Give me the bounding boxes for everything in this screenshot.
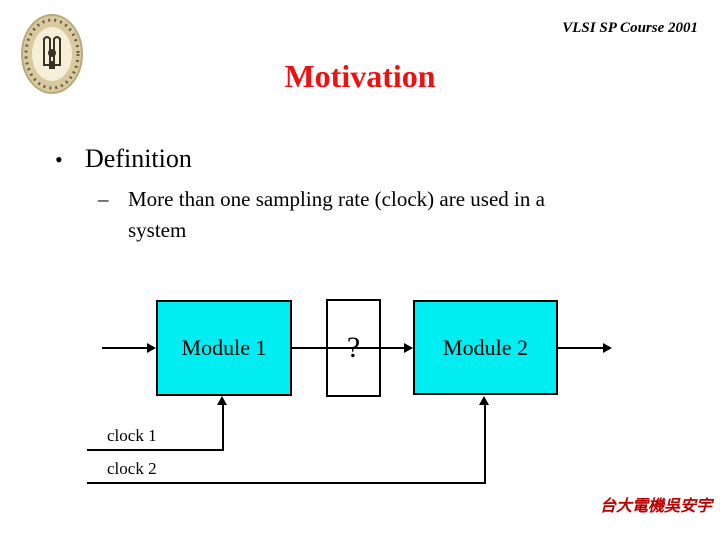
input-arrowhead-icon (147, 343, 156, 353)
clock2-arrowhead-icon (479, 396, 489, 405)
clock1-vline (222, 404, 224, 451)
university-seal-logo (21, 13, 83, 95)
page-title: Motivation (284, 58, 436, 94)
module2-input-arrowhead-icon (404, 343, 413, 353)
output-line (558, 347, 603, 349)
bullet-definition-text: Definition (85, 144, 192, 173)
footer-signature: 台大電機吳安宇 (599, 498, 712, 515)
sub-bullet-sampling-rate: – More than one sampling rate (clock) ar… (98, 184, 578, 246)
clock2-vline (484, 404, 486, 484)
clock2-label: clock 2 (107, 459, 157, 478)
course-label: VLSI SP Course 2001 (562, 20, 698, 36)
module2-box: Module 2 (413, 300, 558, 395)
bullet-marker: • (55, 147, 63, 172)
seal-graphic (21, 14, 83, 94)
bullet-definition: • Definition (55, 144, 192, 174)
clock1-hline (87, 449, 224, 451)
module2-label: Module 2 (443, 334, 528, 360)
module1-to-module2-line (292, 347, 404, 349)
clock2-hline (87, 482, 486, 484)
module1-box: Module 1 (156, 300, 292, 396)
clock1-arrowhead-icon (217, 396, 227, 405)
output-arrowhead-icon (603, 343, 612, 353)
sub-bullet-text: More than one sampling rate (clock) are … (128, 187, 545, 242)
sub-bullet-marker: – (98, 187, 109, 211)
module1-label: Module 1 (181, 335, 267, 360)
clock1-label: clock 1 (107, 426, 157, 445)
input-line (102, 347, 147, 349)
